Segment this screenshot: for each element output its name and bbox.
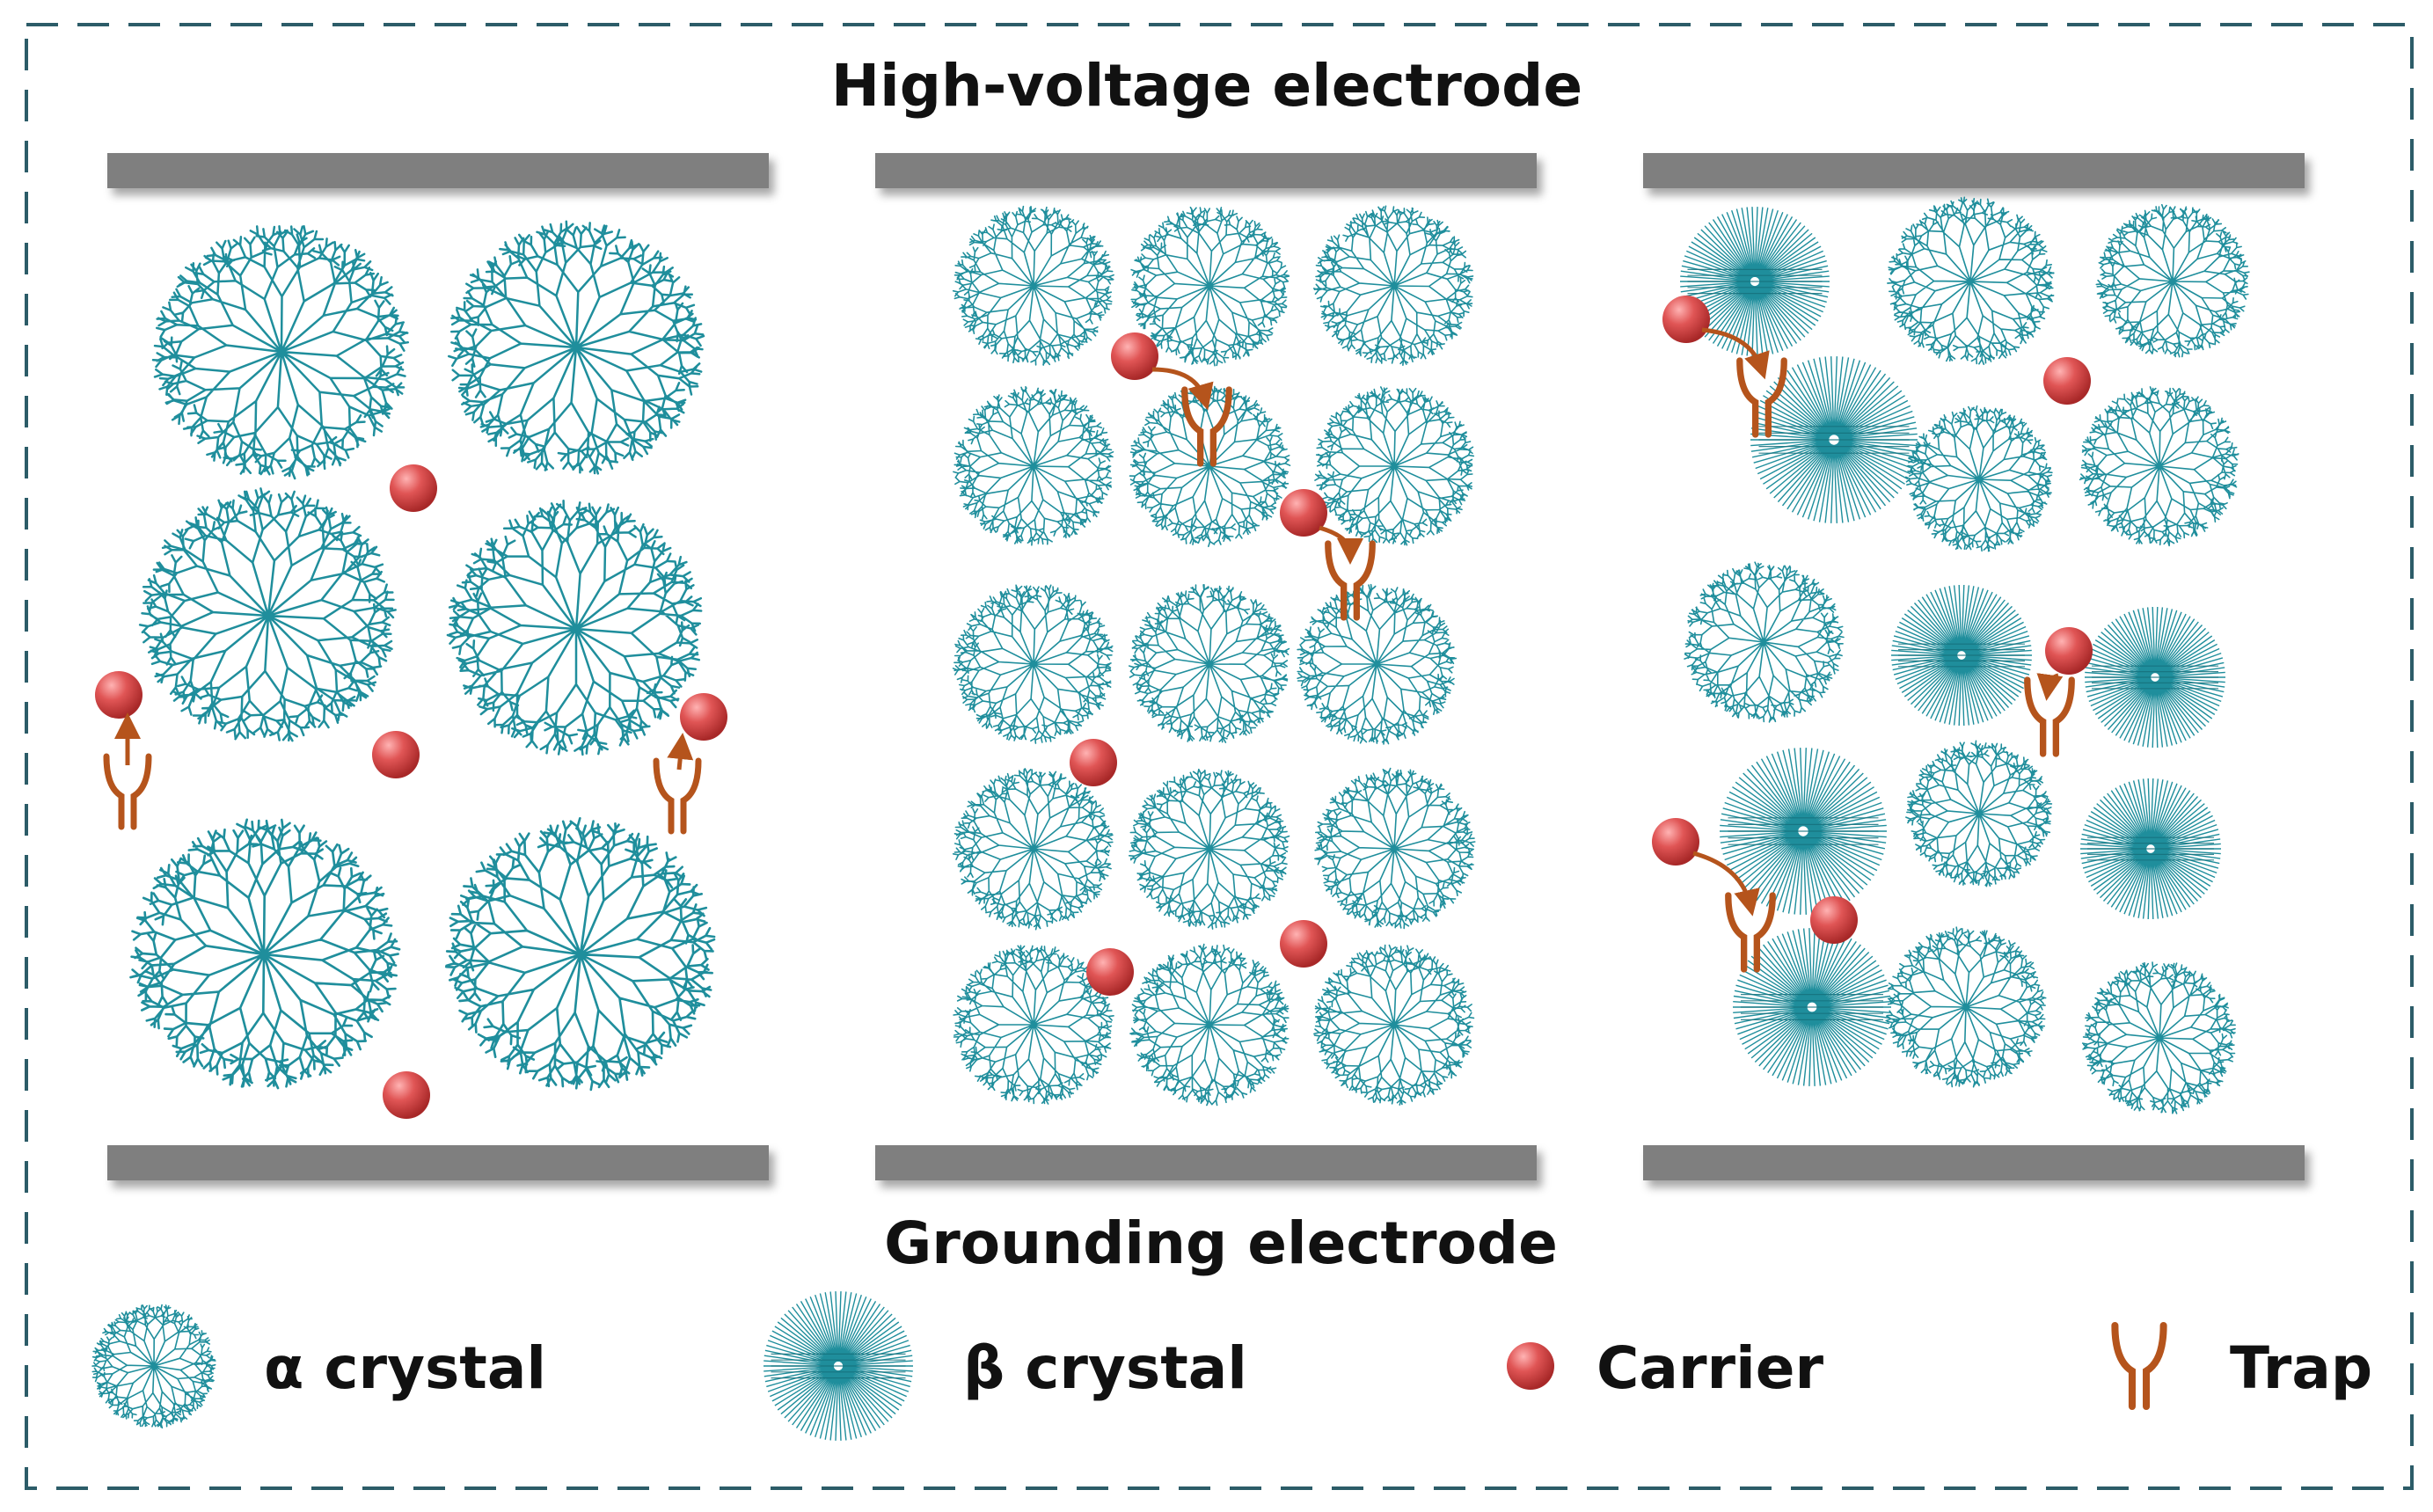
beta-spherulite (1680, 207, 1830, 356)
carrier-arrow (1151, 367, 1214, 411)
carrier-icon (1507, 1342, 1554, 1390)
alpha-spherulite (1314, 767, 1476, 930)
top-electrodes (107, 153, 2305, 188)
alpha-crystal-icon (91, 1304, 216, 1429)
trap-layer (103, 357, 2075, 973)
alpha-spherulite (1129, 768, 1290, 930)
alpha-spherulite (447, 220, 705, 475)
trap (103, 753, 152, 830)
carrier (1111, 332, 1158, 380)
trap (2024, 676, 2075, 757)
alpha-spherulite (1885, 926, 2047, 1088)
alpha-spherulite (129, 818, 401, 1090)
beta-spherulite (2080, 778, 2221, 920)
alpha-spherulite (1129, 584, 1290, 743)
legend: α crystal β crystal Carrier Trap (91, 1291, 2372, 1441)
trap (1736, 357, 1787, 438)
top-electrode-2 (875, 153, 1537, 188)
alpha-spherulite (1905, 405, 2053, 552)
alpha-spherulite (1130, 206, 1290, 367)
alpha-spherulite (2081, 961, 2236, 1114)
beta-spherulite (1891, 584, 2032, 727)
carrier (383, 1071, 430, 1119)
beta-spherulite (1733, 928, 1891, 1086)
carrier (1652, 818, 1699, 866)
carrier (2043, 357, 2091, 405)
legend-carrier-label: Carrier (1596, 1334, 1823, 1402)
alpha-spherulite (446, 499, 703, 756)
carrier (1280, 920, 1327, 968)
beta-spherulite (1720, 748, 1887, 915)
outer-frame (25, 23, 2414, 1490)
alpha-spherulite (952, 584, 1114, 744)
carrier-arrow (1319, 525, 1363, 565)
top-electrode-1 (107, 153, 769, 188)
beta-crystal-icon (764, 1291, 913, 1441)
carrier (372, 731, 420, 778)
beta-spherulite (2085, 606, 2225, 749)
alpha-spherulite (1312, 205, 1474, 366)
crystal-layer (129, 196, 2250, 1114)
bottom-electrode-1 (107, 1145, 769, 1180)
trap (1181, 386, 1232, 467)
alpha-spherulite (953, 385, 1114, 546)
carrier (1810, 896, 1858, 944)
carrier (95, 671, 142, 719)
trap (1725, 892, 1776, 973)
alpha-spherulite (1129, 943, 1290, 1107)
carrier-layer (95, 296, 2093, 1119)
carrier (680, 693, 727, 741)
alpha-spherulite (1129, 384, 1291, 548)
alpha-spherulite (1314, 386, 1475, 546)
carrier (390, 464, 437, 512)
legend-alpha-label: α crystal (264, 1334, 546, 1402)
legend-trap-label: Trap (2230, 1334, 2372, 1402)
carrier (1086, 948, 1134, 996)
beta-crystal-legend-shape (764, 1291, 913, 1441)
trap (653, 757, 702, 835)
top-electrode-3 (1643, 153, 2305, 188)
alpha-spherulite (1297, 583, 1458, 745)
carrier (2045, 627, 2093, 675)
alpha-spherulite (444, 816, 716, 1092)
alpha-spherulite (953, 945, 1114, 1105)
trap-icon (2111, 1321, 2167, 1411)
alpha-spherulite (151, 224, 410, 480)
alpha-spherulite (1887, 196, 2055, 366)
trap-legend-shape (2111, 1321, 2167, 1411)
alpha-crystal-legend-shape (91, 1304, 216, 1429)
high-voltage-electrode-label: High-voltage electrode (831, 52, 1582, 120)
beta-spherulite (1750, 356, 1918, 523)
carrier (1280, 489, 1327, 537)
carrier-arrow (1692, 851, 1760, 917)
grounding-electrode-label: Grounding electrode (884, 1209, 1558, 1277)
carrier (1662, 296, 1710, 343)
alpha-spherulite (2079, 386, 2239, 547)
alpha-spherulite (1684, 561, 1845, 723)
alpha-spherulite (138, 487, 397, 742)
bottom-electrode-2 (875, 1145, 1537, 1180)
carrier-arrow (1701, 327, 1770, 380)
carrier-arrow (667, 733, 694, 771)
bottom-electrode-3 (1643, 1145, 2305, 1180)
bottom-electrodes (107, 1145, 2305, 1180)
carrier-arrow (2036, 673, 2064, 701)
alpha-spherulite (1313, 944, 1475, 1106)
alpha-spherulite (1905, 740, 2053, 887)
carrier (1070, 739, 1117, 786)
alpha-spherulite (952, 768, 1114, 931)
alpha-spherulite (952, 205, 1114, 366)
trap (1325, 540, 1376, 621)
legend-beta-label: β crystal (963, 1334, 1247, 1402)
alpha-spherulite (2095, 204, 2250, 358)
